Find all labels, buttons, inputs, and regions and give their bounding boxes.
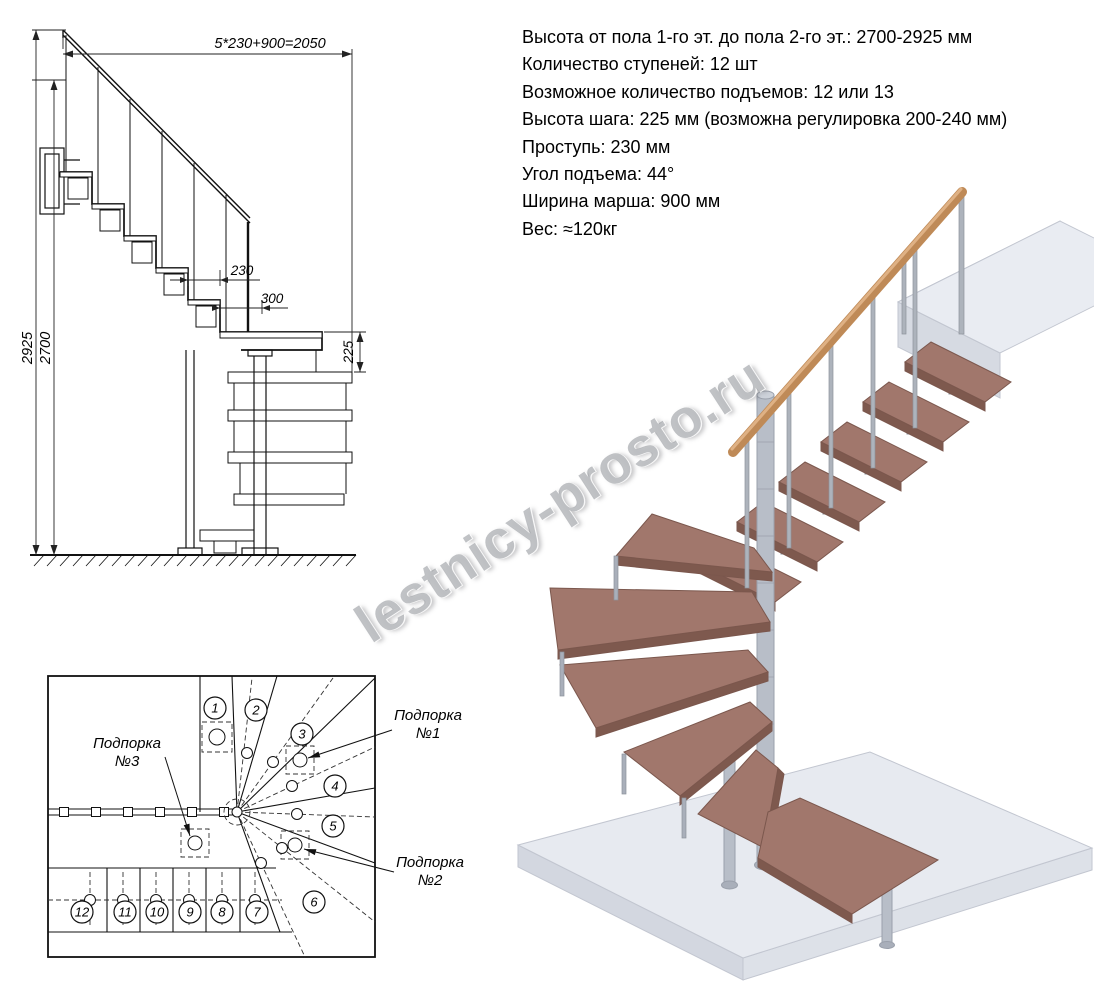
spec-line-step-count: Количество ступеней: 12 шт (522, 54, 758, 75)
spec-line-rise-count: Возможное количество подъемов: 12 или 13 (522, 81, 894, 102)
step-number-11: 11 (118, 905, 132, 920)
spec-line-tread-depth: Проступь: 230 мм (522, 136, 671, 157)
elevation-dim-lines (32, 29, 366, 555)
support-2-number: №2 (418, 872, 443, 889)
plan-leader-arrows (183, 751, 321, 856)
plan-step-number-text: 1 2 3 4 5 6 7 8 9 10 11 12 (75, 701, 339, 920)
step-number-8: 8 (218, 905, 226, 920)
elevation-treads (59, 171, 323, 339)
plan-support-leaders (164, 729, 395, 873)
flight-balusters (744, 189, 965, 589)
step-number-4: 4 (331, 779, 338, 794)
step-number-3: 3 (298, 727, 306, 742)
elevation-floor-hatch (33, 554, 357, 567)
support-3-number: №3 (115, 753, 140, 770)
dim-going-300: 300 (261, 291, 284, 306)
specifications-block: Высота от пола 1-го эт. до пола 2-го эт.… (522, 24, 1082, 243)
winder-connector-rods (559, 555, 687, 839)
elevation-wall-bracket (39, 147, 80, 215)
elevation-winder-rods (233, 350, 347, 494)
elevation-balusters (65, 35, 250, 332)
spec-line-climb-angle: Угол подъема: 44° (522, 164, 675, 185)
dim-height-2700: 2700 (38, 332, 54, 365)
elevation-view: 5*230+900=2050 230 300 225 2925 2700 (20, 29, 366, 567)
support-1-number: №1 (416, 725, 441, 742)
step-number-2: 2 (251, 703, 260, 718)
spec-line-step-height: Высота шага: 225 мм (возможна регулировк… (522, 109, 1008, 130)
upper-floor-slab (896, 220, 1094, 399)
elevation-stair-profile (60, 171, 323, 351)
elevation-step-modules (67, 177, 217, 328)
step-number-9: 9 (186, 905, 193, 920)
step-number-7: 7 (253, 905, 261, 920)
support-3-label: Подпорка (93, 735, 161, 752)
step-number-12: 12 (75, 905, 90, 920)
spec-line-weight: Вес: ≈120кг (522, 218, 618, 239)
dim-riser-225: 225 (341, 340, 356, 364)
dim-tread-230: 230 (230, 263, 254, 278)
elevation-center-column (241, 349, 279, 556)
plan-view: Подпорка №3 Подпорка №1 Подпорка №2 1 2 … (47, 675, 464, 958)
elevation-handrail (62, 29, 251, 224)
step-number-10: 10 (150, 905, 165, 920)
plan-step-numbers (70, 696, 347, 924)
spec-line-flight-width: Ширина марша: 900 мм (522, 191, 721, 212)
spec-line-floor-height: Высота от пола 1-го эт. до пола 2-го эт.… (522, 27, 973, 47)
plan-outline (47, 675, 376, 958)
elevation-front-post (177, 350, 203, 556)
support-1-label: Подпорка (394, 707, 462, 724)
handrail (728, 187, 967, 457)
dim-top-run: 5*230+900=2050 (214, 36, 325, 52)
elevation-dim-text: 5*230+900=2050 230 300 225 2925 2700 (20, 36, 356, 365)
dim-height-2925: 2925 (20, 331, 36, 365)
plan-support-labels: Подпорка №3 Подпорка №1 Подпорка №2 (93, 707, 464, 889)
step-number-5: 5 (329, 819, 337, 834)
support-2-label: Подпорка (396, 854, 464, 871)
winder-treads (549, 513, 940, 924)
step-number-1: 1 (211, 701, 218, 716)
elevation-winder-stack (199, 371, 353, 554)
step-number-6: 6 (310, 895, 318, 910)
elevation-dim-arrows (32, 30, 364, 555)
render-3d-view (516, 187, 1094, 981)
